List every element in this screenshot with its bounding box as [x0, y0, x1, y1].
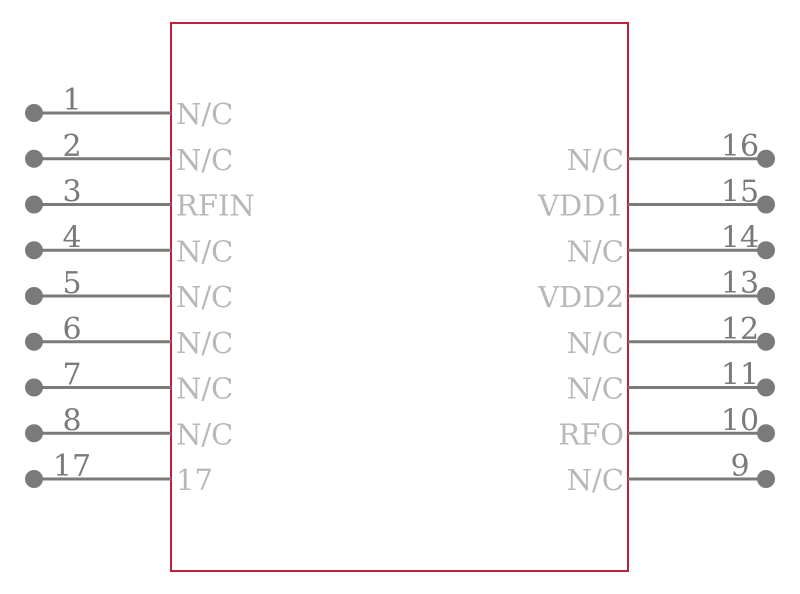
pin-end-dot: [757, 287, 775, 305]
pin-end-dot: [25, 149, 43, 168]
pin-right-11: 11 N/C: [567, 358, 775, 406]
pin-name: N/C: [176, 417, 233, 451]
pin-end-dot: [757, 378, 775, 397]
pin-end-dot: [25, 470, 43, 488]
pin-name: N/C: [176, 143, 233, 177]
pin-left-1: 1 N/C: [25, 83, 233, 131]
pin-left-3: 3 RFIN: [25, 175, 255, 223]
pin-left-8: 8 N/C: [25, 403, 233, 451]
pin-end-dot: [25, 378, 43, 397]
pin-name: RFIN: [176, 189, 255, 223]
pin-left-2: 2 N/C: [25, 129, 233, 177]
pin-right-15: 15 VDD1: [537, 175, 775, 223]
pin-number: 4: [62, 220, 81, 255]
pin-number: 7: [62, 358, 81, 393]
pin-end-dot: [25, 241, 43, 260]
pin-number: 6: [62, 312, 81, 347]
pin-number: 15: [721, 175, 759, 210]
pin-end-dot: [757, 241, 775, 260]
pin-end-dot: [757, 195, 775, 214]
pin-left-7: 7 N/C: [25, 358, 233, 406]
pin-right-16: 16 N/C: [567, 129, 775, 177]
pin-end-dot: [757, 470, 775, 488]
pin-name: N/C: [567, 372, 624, 406]
pin-right-12: 12 N/C: [567, 312, 775, 360]
pin-number: 3: [62, 175, 81, 210]
pin-end-dot: [25, 424, 43, 443]
pin-end-dot: [757, 332, 775, 351]
pin-number: 17: [53, 449, 91, 484]
pin-end-dot: [757, 424, 775, 443]
pin-number: 10: [721, 403, 759, 438]
pin-name: N/C: [567, 234, 624, 268]
pin-name: N/C: [176, 326, 233, 360]
pin-end-dot: [25, 287, 43, 305]
pin-name: N/C: [176, 97, 233, 131]
pin-left-5: 5 N/C: [25, 266, 233, 314]
pin-name: N/C: [567, 463, 624, 497]
pin-name: N/C: [176, 372, 233, 406]
pin-number: 8: [62, 403, 81, 438]
pin-name: VDD1: [537, 189, 624, 223]
pin-number: 9: [730, 449, 749, 484]
pin-right-10: 10 RFO: [558, 403, 775, 451]
pin-number: 12: [721, 312, 759, 347]
pin-end-dot: [25, 195, 43, 214]
pin-number: 16: [721, 129, 759, 164]
pin-right-9: 9 N/C: [567, 449, 775, 497]
pin-name: VDD2: [537, 280, 624, 314]
pin-end-dot: [25, 104, 43, 122]
right-pin-group: 16N/C15VDD114N/C13VDD212N/C11N/C10RFO9N/…: [537, 129, 775, 497]
pin-name: RFO: [558, 417, 624, 451]
pin-number: 5: [62, 266, 81, 301]
pin-name: N/C: [567, 326, 624, 360]
pin-end-dot: [757, 149, 775, 168]
pin-number: 14: [721, 220, 759, 255]
pin-left-4: 4 N/C: [25, 220, 233, 268]
pin-number: 2: [62, 129, 81, 164]
pin-right-14: 14 N/C: [567, 220, 775, 268]
pin-name: N/C: [567, 143, 624, 177]
pin-number: 1: [62, 83, 81, 118]
pin-number: 11: [721, 358, 759, 393]
pin-right-13: 13 VDD2: [537, 266, 775, 314]
pin-name: 17: [176, 463, 213, 497]
pin-end-dot: [25, 332, 43, 351]
pin-name: N/C: [176, 280, 233, 314]
pin-left-6: 6 N/C: [25, 312, 233, 360]
pin-name: N/C: [176, 234, 233, 268]
pin-number: 13: [721, 266, 759, 301]
